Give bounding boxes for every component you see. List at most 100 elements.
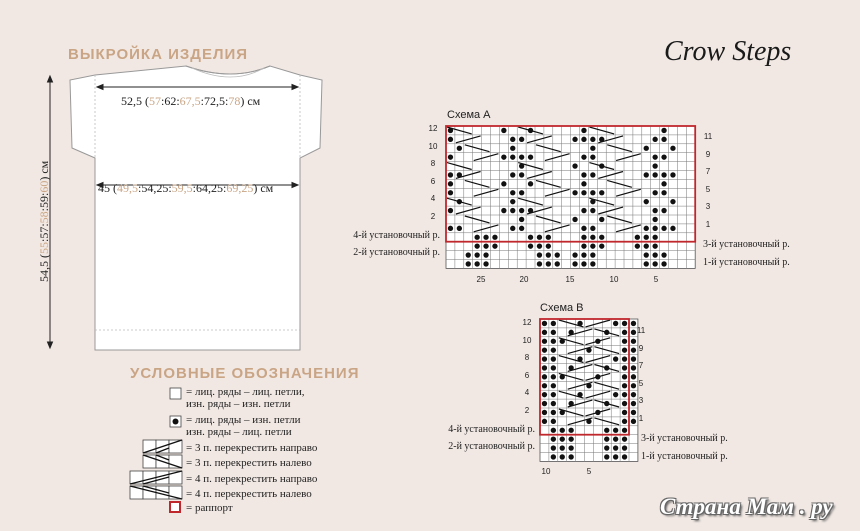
purl-dot xyxy=(447,172,454,178)
purl-dot xyxy=(612,445,619,451)
purl-dot xyxy=(572,190,578,196)
cross-stitch xyxy=(464,179,490,188)
purl-dot xyxy=(586,418,592,425)
purl-dot xyxy=(586,347,592,353)
purl-dot xyxy=(568,445,574,451)
cross-stitch xyxy=(558,355,584,364)
purl-dot xyxy=(621,365,628,371)
cross-stitch xyxy=(526,170,552,179)
purl-dot xyxy=(550,391,557,398)
schema-b-row-9: 9 xyxy=(638,344,644,353)
schema-a-row-5: 5 xyxy=(705,185,711,194)
purl-dot xyxy=(590,198,596,205)
purl-dot xyxy=(581,172,587,178)
purl-dot xyxy=(550,436,557,442)
cross-stitch xyxy=(473,188,499,197)
cross-stitch xyxy=(544,224,570,233)
cross-stitch xyxy=(567,363,593,372)
purl-dot xyxy=(559,427,565,433)
cross-stitch xyxy=(585,372,611,381)
schema-b-setup-4: 4-й установочный р. xyxy=(448,424,535,435)
purl-dot xyxy=(621,320,628,327)
cross-stitch xyxy=(518,197,544,206)
legend-item-4-left: = 4 п. перекрестить налево xyxy=(186,488,312,500)
purl-dot xyxy=(550,356,557,362)
purl-dot xyxy=(510,225,516,232)
purl-dot xyxy=(510,207,516,214)
purl-dot xyxy=(541,374,548,380)
cross-stitch xyxy=(615,153,641,162)
purl-dot xyxy=(465,261,471,267)
purl-dot xyxy=(652,252,658,258)
dot-symbol xyxy=(172,418,179,425)
purl-dot xyxy=(612,391,619,398)
cross-stitch xyxy=(526,206,552,215)
purl-dot xyxy=(447,225,454,232)
cross-stitch xyxy=(594,328,620,337)
purl-dot xyxy=(634,234,641,240)
cross-stitch xyxy=(544,188,570,197)
purl-dot xyxy=(652,234,658,240)
cross-stitch xyxy=(544,153,570,162)
cross-stitch xyxy=(558,408,584,417)
purl-dot xyxy=(643,225,649,232)
purl-dot xyxy=(492,243,498,249)
purl-dot xyxy=(474,252,480,258)
schema-b-title: Схема В xyxy=(540,302,584,314)
schema-a-row-12: 12 xyxy=(428,124,438,133)
schema-b-row-2: 2 xyxy=(524,406,530,415)
schema-b-col-5: 5 xyxy=(586,467,592,476)
schema-a-row-11: 11 xyxy=(703,132,713,141)
purl-dot xyxy=(612,320,619,327)
purl-dot xyxy=(559,445,565,451)
cross-stitch xyxy=(615,188,641,197)
purl-dot xyxy=(541,409,548,416)
purl-dot xyxy=(661,261,667,267)
cross-stitch xyxy=(518,162,544,171)
purl-dot xyxy=(541,320,548,327)
purl-dot xyxy=(652,207,658,214)
schema-b-row-6: 6 xyxy=(524,371,530,380)
legend-item-3-left: = 3 п. перекрестить налево xyxy=(186,457,312,469)
cross-stitch xyxy=(558,319,584,328)
purl-dot xyxy=(590,252,596,258)
purl-dot xyxy=(550,418,557,425)
schema-b-row-1: 1 xyxy=(638,414,644,423)
purl-dot xyxy=(634,243,641,249)
purl-dot xyxy=(621,338,628,344)
repeat-symbol xyxy=(169,501,181,513)
purl-dot xyxy=(559,436,565,442)
purl-dot xyxy=(465,252,471,258)
purl-dot xyxy=(447,154,454,160)
purl-dot xyxy=(474,243,480,249)
cross-stitch xyxy=(473,224,499,233)
schema-a-col-20: 20 xyxy=(519,275,529,284)
purl-dot xyxy=(581,207,587,214)
schema-a-col-25: 25 xyxy=(476,275,486,284)
purl-dot xyxy=(670,225,676,232)
purl-dot xyxy=(518,207,525,214)
schema-a-row-10: 10 xyxy=(428,142,438,151)
purl-dot xyxy=(536,234,543,240)
purl-dot xyxy=(581,127,587,134)
purl-dot xyxy=(590,172,596,178)
cross-stitch xyxy=(518,126,544,135)
purl-dot xyxy=(661,252,667,258)
purl-dot xyxy=(527,154,534,160)
purl-dot xyxy=(612,356,619,362)
schema-a-title: Схема А xyxy=(447,109,491,121)
purl-dot xyxy=(447,190,454,196)
purl-dot xyxy=(599,190,605,196)
pattern-title: ВЫКРОЙКА ИЗДЕЛИЯ xyxy=(68,46,249,63)
cross-stitch xyxy=(594,363,620,372)
purl-dot xyxy=(581,154,587,160)
size-value: :62: xyxy=(161,94,180,108)
purl-dot xyxy=(568,454,574,460)
purl-dot xyxy=(652,225,658,232)
purl-dot xyxy=(652,190,658,196)
size-value: 57 xyxy=(149,94,161,108)
schema-a-row-3: 3 xyxy=(705,202,711,211)
brand-title: Crow Steps xyxy=(664,36,792,67)
purl-dot xyxy=(541,418,548,425)
purl-dot xyxy=(661,207,667,214)
